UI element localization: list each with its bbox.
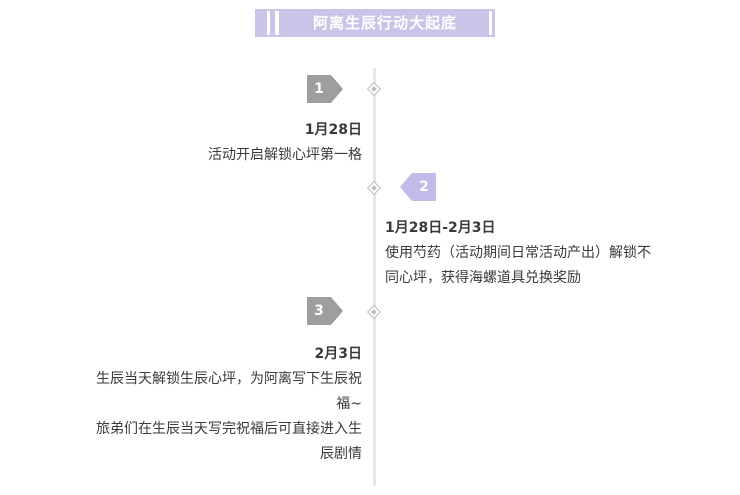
step-number: 1 <box>314 81 324 97</box>
timeline-date: 1月28日-2月3日 <box>385 220 496 236</box>
timeline-desc-line: 使用芍药（活动期间日常活动产出）解锁不 <box>385 245 651 261</box>
timeline-item-3: 2月3日 生辰当天解锁生辰心坪，为阿离写下生辰祝 福~ 旅弟们在生辰当天写完祝福… <box>32 342 362 467</box>
timeline-desc-line: 辰剧情 <box>320 446 362 462</box>
page-title: 阿离生辰行动大起底 <box>312 14 457 32</box>
step-badge-2: 2 <box>400 173 436 201</box>
title-decor-stripe <box>489 11 492 35</box>
arrow-tag-icon <box>400 173 436 201</box>
timeline-item-2: 1月28日-2月3日 使用芍药（活动期间日常活动产出）解锁不 同心坪，获得海螺道… <box>385 216 730 291</box>
section-title-banner: 阿离生辰行动大起底 <box>255 9 495 37</box>
arrow-tag-icon <box>307 297 343 325</box>
timeline-desc-line: 福~ <box>336 396 362 412</box>
timeline-date: 1月28日 <box>304 122 362 138</box>
title-background <box>255 9 495 37</box>
title-decor-stripe <box>275 11 279 35</box>
timeline-desc-line: 旅弟们在生辰当天写完祝福后可直接进入生 <box>96 421 362 437</box>
timeline-desc-line: 活动开启解锁心坪第一格 <box>208 147 362 163</box>
arrow-tag-icon <box>307 75 343 103</box>
step-number: 3 <box>314 303 324 319</box>
step-badge-3: 3 <box>307 297 343 325</box>
title-decor-stripe <box>267 11 270 35</box>
diamond-node-icon <box>366 304 382 320</box>
timeline-axis <box>373 68 376 486</box>
diamond-node-icon <box>366 81 382 97</box>
timeline-date: 2月3日 <box>314 346 362 362</box>
step-number: 2 <box>419 179 429 195</box>
timeline-desc-line: 生辰当天解锁生辰心坪，为阿离写下生辰祝 <box>96 371 362 387</box>
timeline-desc-line: 同心坪，获得海螺道具兑换奖励 <box>385 270 581 286</box>
diamond-node-icon <box>366 180 382 196</box>
timeline-item-1: 1月28日 活动开启解锁心坪第一格 <box>32 118 362 168</box>
step-badge-1: 1 <box>307 75 343 103</box>
